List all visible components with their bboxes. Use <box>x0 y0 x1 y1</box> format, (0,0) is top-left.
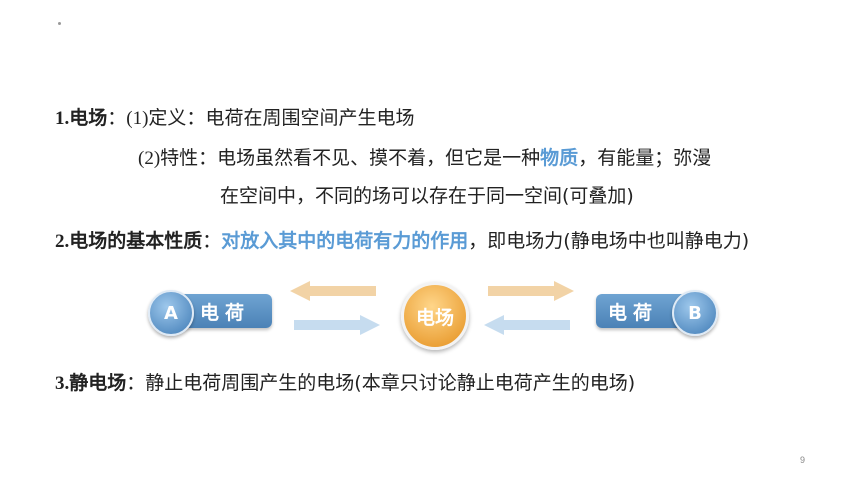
field-center-label: 电场 <box>415 306 454 329</box>
item1-colon: ： <box>107 107 127 129</box>
charge-b-badge: B <box>672 290 718 336</box>
property-text-c: 在空间中，不同的场可以存在于同一空间(可叠加) <box>220 185 634 207</box>
item1-line-property-cont: 在空间中，不同的场可以存在于同一空间(可叠加) <box>220 184 634 208</box>
arrow-left-upper-icon <box>290 281 376 301</box>
item1-term: 电场 <box>69 107 108 129</box>
page-number: 9 <box>800 455 806 465</box>
item1-line-definition: 1.电场：(1)定义：电荷在周围空间产生电场 <box>55 106 414 131</box>
charge-b-letter: B <box>688 302 702 324</box>
item3-number: 3. <box>55 373 70 394</box>
definition-text: 电荷在周围空间产生电场 <box>205 107 415 129</box>
charge-a-letter: A <box>164 302 178 324</box>
item2-term: 电场的基本性质 <box>69 230 203 252</box>
item1-line-property: (2)特性：电场虽然看不见、摸不着，但它是一种物质，有能量；弥漫 <box>138 146 711 171</box>
property-highlight: 物质 <box>540 147 579 169</box>
item3-term: 静电场 <box>69 372 127 394</box>
item1-number: 1. <box>55 108 70 129</box>
item3-line: 3.静电场：静止电荷周围产生的电场(本章只讨论静止电荷产生的电场) <box>55 371 635 396</box>
arrow-right-lower-icon <box>294 315 380 335</box>
field-center-circle: 电场 <box>401 282 469 350</box>
corner-mark <box>58 22 61 25</box>
arrow-right-upper-icon <box>488 281 574 301</box>
item2-line: 2.电场的基本性质：对放入其中的电荷有力的作用，即电场力(静电场中也叫静电力) <box>55 229 749 254</box>
item2-colon: ： <box>202 230 222 252</box>
charge-a-badge: A <box>148 290 194 336</box>
item2-highlight: 对放入其中的电荷有力的作用 <box>221 230 469 252</box>
left-charge-label: 电荷 <box>200 301 251 324</box>
item3-colon: ： <box>126 372 146 394</box>
item2-number: 2. <box>55 231 70 252</box>
item3-text: 静止电荷周围产生的电场(本章只讨论静止电荷产生的电场) <box>145 372 636 394</box>
arrow-left-lower-icon <box>484 315 570 335</box>
property-text-a: 电场虽然看不见、摸不着，但它是一种 <box>217 147 541 169</box>
property-label: (2)特性： <box>138 148 218 169</box>
item2-rest: ，即电场力(静电场中也叫静电力) <box>468 230 750 252</box>
property-text-b: ，有能量；弥漫 <box>578 147 712 169</box>
right-charge-label: 电荷 <box>608 301 659 324</box>
definition-label: (1)定义： <box>126 108 206 129</box>
